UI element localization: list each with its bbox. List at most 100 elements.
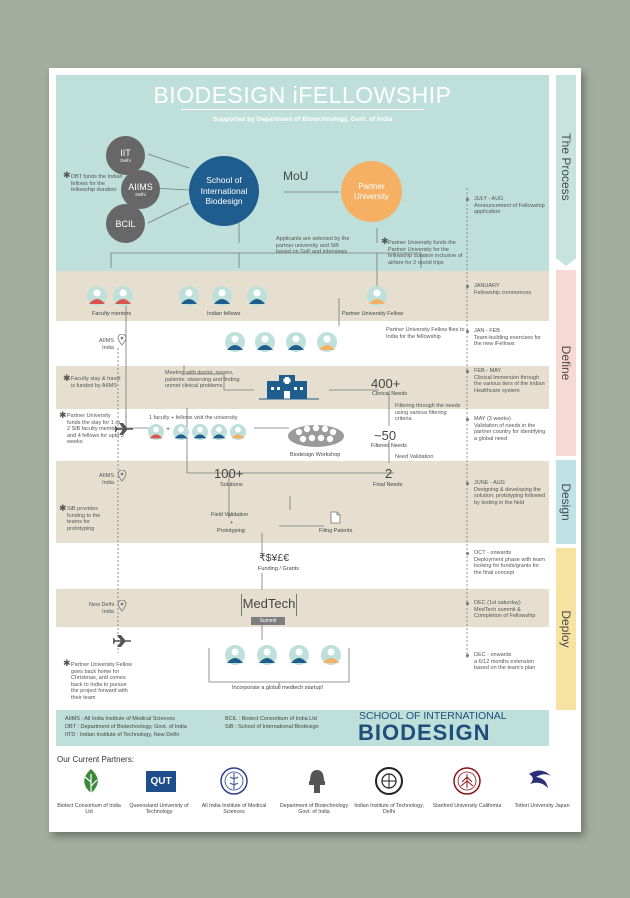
timeline-dot <box>466 285 469 288</box>
title-divider <box>181 109 424 110</box>
summit-ribbon: Summit <box>251 617 285 625</box>
iit-label: IIT <box>120 148 131 158</box>
qut-logo-text: QUT <box>146 770 176 792</box>
timeline-label: DEC (1st saturday) <box>474 600 521 606</box>
fellow-person-icon <box>173 424 189 440</box>
timeline-label: FEB - MAY <box>474 368 502 374</box>
star-icon: ✱ <box>59 503 67 513</box>
bcil-label: BCIL <box>115 218 136 229</box>
clinical-needs-count: 400+ <box>371 376 401 391</box>
airplane-icon <box>115 423 133 435</box>
sib-label: School of International Biodesign <box>200 175 248 207</box>
aiims-india-label-2: AIIMS India <box>99 473 114 486</box>
fellow-person-icon <box>211 424 227 440</box>
mou-label: MoU <box>283 169 309 183</box>
poster: The Process Define Design Deploy BIODESI… <box>49 68 581 832</box>
airplane-icon <box>113 635 131 647</box>
solutions-count: 100+ <box>214 466 244 481</box>
need-validation-note: Need Validation <box>395 454 434 460</box>
fellow-person-icon <box>289 645 309 665</box>
timeline-dot <box>466 482 469 485</box>
visit-note: 1 faculty + fellows visit the university <box>149 415 238 421</box>
field-validation-label: Field Validation <box>211 512 249 518</box>
page-title: BIODESIGN iFELLOWSHIP <box>153 82 452 108</box>
timeline-dot <box>466 654 469 657</box>
abbr-iitd: IITD : Indian Institute of Technology, N… <box>65 732 179 738</box>
fellow-person-icon <box>255 332 275 352</box>
tottori-icon <box>521 766 561 796</box>
faculty-mentors-label: Faculty mentors <box>92 311 132 317</box>
partner-fellow-label: Partner University Fellow <box>342 311 404 317</box>
star-icon: ✱ <box>59 410 67 420</box>
sib-funding-note: SiB provides funding to the teams for pr… <box>67 506 101 532</box>
india-emblem-icon <box>297 766 337 796</box>
timeline-item: MAY (3 weeks)Validation of needs in the … <box>474 416 546 442</box>
meeting-note: Meeting with doctor, nurses, patients; o… <box>165 370 240 390</box>
dbt-note: DBT funds the Indian fellows for the fel… <box>71 174 123 194</box>
final-needs-label: Final Needs <box>373 482 403 488</box>
hospital-icon <box>259 375 319 400</box>
workshop-group-icon <box>288 424 344 447</box>
iit-emblem-icon <box>369 766 409 796</box>
faculty-person-icon <box>113 286 133 306</box>
new-delhi-label: New Delhi India <box>88 602 114 615</box>
abbr-dbt: DBT : Department of Biotechnology, Govt.… <box>65 724 187 730</box>
star-icon: ✱ <box>63 170 71 180</box>
phase-define: Define <box>556 270 576 456</box>
fellow-person-icon <box>286 332 306 352</box>
abbreviations-band <box>56 710 549 746</box>
location-pin-icon <box>117 334 127 346</box>
timeline-label: DEC - onwards <box>474 652 512 658</box>
iit-sub-label: Delhi <box>120 158 131 163</box>
timeline-text: Deployment phase with team looking for f… <box>474 556 545 576</box>
prototyping-label: Prototyping <box>217 528 245 534</box>
faculty-stay-note: Faculty stay & travel is funded by AIIMS <box>71 376 121 389</box>
timeline-label: JULY - AUG <box>474 196 504 202</box>
phase-process: The Process <box>556 75 576 259</box>
aiims-emblem-icon <box>214 766 254 796</box>
partner-stay-note: Partner University funds the stay for 1 … <box>67 413 124 446</box>
funding-label: Funding / Grants <box>258 566 299 572</box>
timeline-label: OCT - onwards <box>474 550 512 556</box>
timeline-text: Announcement of Fellowship application <box>474 202 545 216</box>
currency-symbols: ₹$¥£€ <box>259 552 290 564</box>
workshop-label: Biodesign Workshop <box>290 452 341 458</box>
timeline-text: Clinical Immersion through the various t… <box>474 374 545 394</box>
sib-circle: School of International Biodesign <box>189 156 259 226</box>
clinical-needs-label: Clinical Needs <box>372 391 408 397</box>
timeline-dot <box>466 370 469 373</box>
partner-name: Biotect Consortium of India Ltd <box>57 803 121 816</box>
bcil-leaf-icon <box>71 766 111 796</box>
fellow-person-icon <box>225 332 245 352</box>
filtering-note: Filtering through the needs using variou… <box>395 403 461 423</box>
phase-design: Design <box>556 460 576 544</box>
fellow-person-icon <box>212 286 232 306</box>
partner-name: All India Institute of Medical Sciences <box>201 803 267 816</box>
partner-name: Stanford University California <box>432 803 502 809</box>
location-pin-icon <box>117 600 127 612</box>
partner-name: Queensland University of Technology <box>129 803 189 816</box>
partner-fellow-icon <box>367 286 387 306</box>
sib-logo-line2: BIODESIGN <box>358 720 491 745</box>
filtered-needs-label: Filtered Needs <box>371 443 407 449</box>
sib-logo-line1: SCHOOL OF INTERNATIONAL <box>359 710 507 722</box>
partner-name: Department of Biotechnology Govt. of Ind… <box>279 803 349 816</box>
medtech-summit-badge: MedTech <box>241 594 297 616</box>
timeline-item: DEC (1st saturday)MedTech summit & Compl… <box>474 600 546 620</box>
iit-circle: IIT Delhi <box>106 136 145 175</box>
timeline-label: JANUARY <box>474 283 500 289</box>
indian-fellows-label: Indian fellows <box>207 311 241 317</box>
startup-label: Incorporate a global medtech startup! <box>232 685 324 691</box>
applicants-note: Applicants are selected by the partner u… <box>276 236 350 256</box>
process-arrow-icon <box>556 258 576 266</box>
solutions-label: Solutions <box>220 482 243 488</box>
faculty-person-icon <box>148 424 164 440</box>
abbr-sib: SiB : School of International Biodesign <box>225 724 319 730</box>
timeline-text: Designing & developing the solution; pro… <box>474 486 545 506</box>
medtech-label: MedTech <box>242 596 296 611</box>
partner-flies-note: Partner University Fellow flies to India… <box>386 327 465 340</box>
aiims-label: AIIMS <box>128 182 153 192</box>
qut-icon: QUT <box>141 766 181 796</box>
